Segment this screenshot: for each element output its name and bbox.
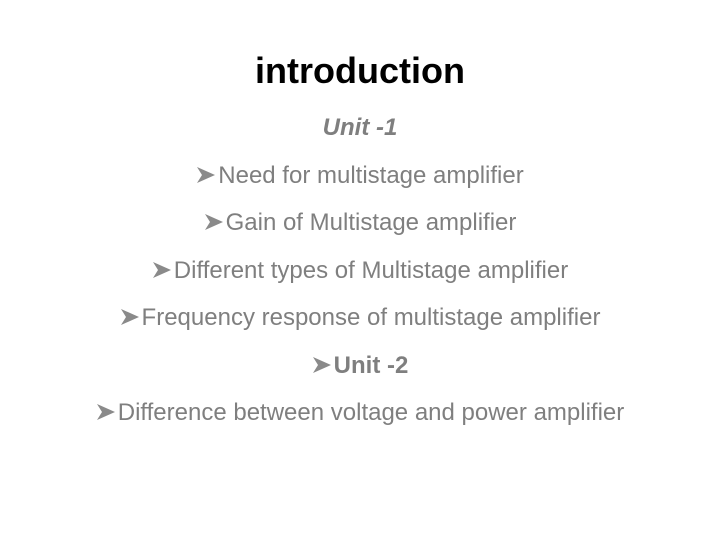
bullet-text: Difference between voltage and power amp… xyxy=(117,399,625,426)
bullet-text: Different types of Multistage amplifier xyxy=(173,256,569,284)
bullet-item: Frequency response of multistage amplifi… xyxy=(40,304,680,332)
arrow-bullet-icon xyxy=(197,166,216,183)
bullet-text: Unit -2 xyxy=(333,351,409,379)
slide-body: Unit -1 Need for multistage amplifier Ga… xyxy=(40,114,680,447)
bullet-item: Need for multistage amplifier xyxy=(40,162,680,190)
unit-1-heading: Unit -1 xyxy=(322,114,398,141)
arrow-bullet-icon xyxy=(312,356,331,373)
unit-2-heading: Unit -2 xyxy=(40,352,680,380)
arrow-bullet-icon xyxy=(120,309,139,325)
bullet-text: Need for multistage amplifier xyxy=(218,161,524,189)
bullet-text: Frequency response of multistage amplifi… xyxy=(141,304,601,331)
arrow-bullet-icon xyxy=(204,214,223,230)
arrow-bullet-icon xyxy=(152,261,171,278)
bullet-item: Different types of Multistage amplifier xyxy=(40,257,680,285)
arrow-bullet-icon xyxy=(96,404,115,420)
bullet-text: Gain of Multistage amplifier xyxy=(225,209,517,236)
bullet-item: Gain of Multistage amplifier xyxy=(40,209,680,237)
bullet-item: Difference between voltage and power amp… xyxy=(40,399,680,427)
slide-title: introduction xyxy=(255,50,465,91)
